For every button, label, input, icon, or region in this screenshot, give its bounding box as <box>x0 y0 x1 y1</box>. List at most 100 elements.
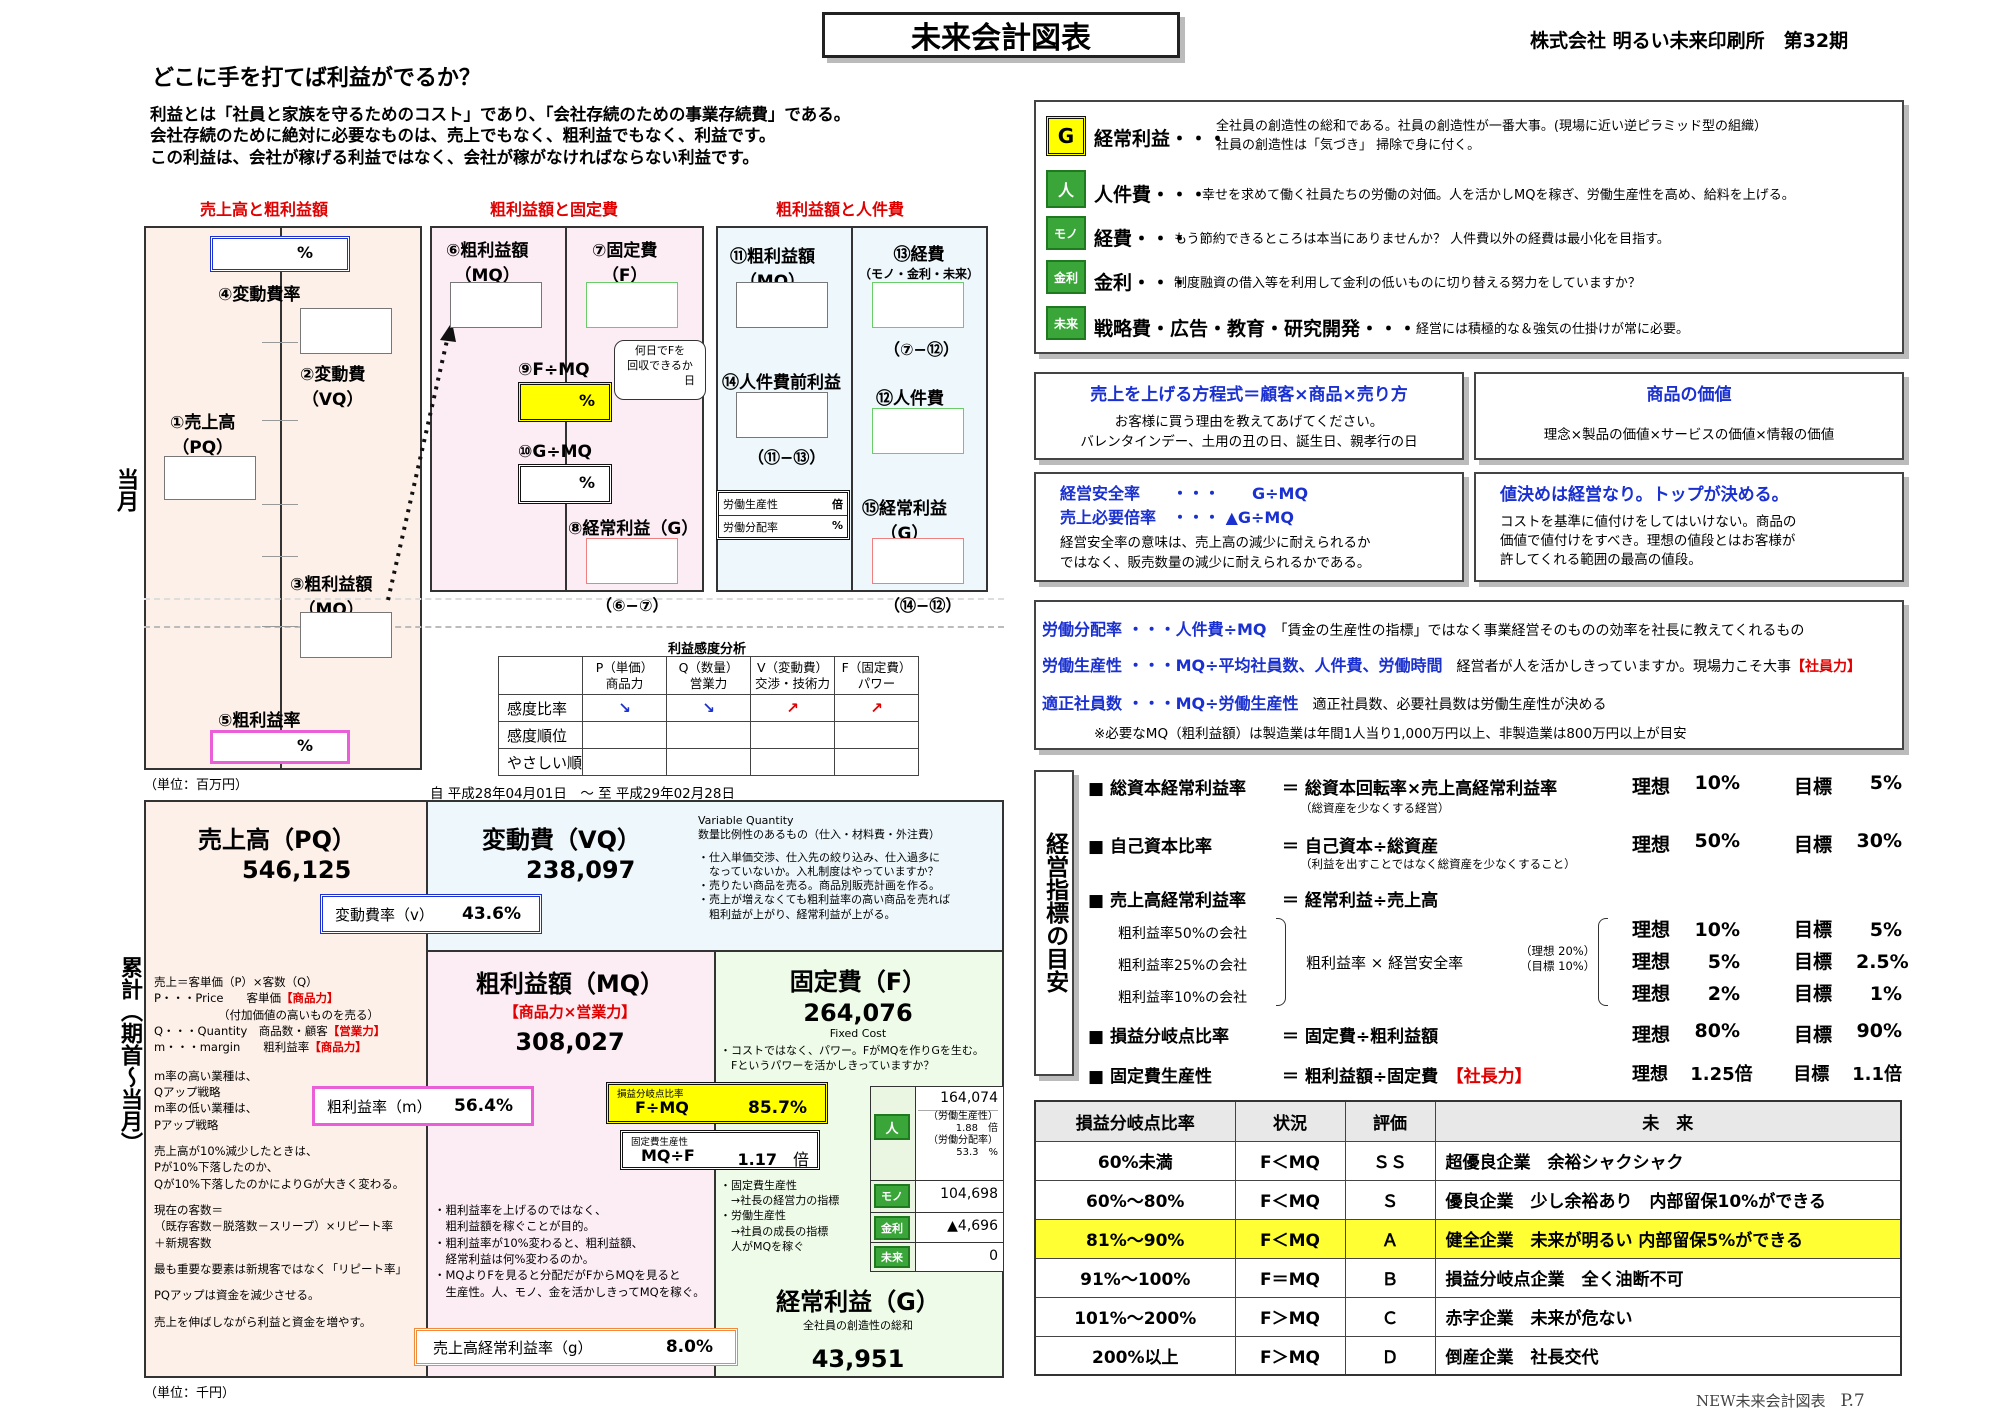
staff-count-note: ※必要なMQ（粗利益額）は製造業は年間1人当り1,000万円以上、非製造業は80… <box>1094 726 1687 742</box>
gross-margin-box: % <box>210 730 350 764</box>
sec-heading-1: 売上高と粗利益額 <box>200 200 329 219</box>
goods-def-icon: モノ <box>1046 216 1086 250</box>
mq-input-2[interactable] <box>450 282 542 328</box>
ind-ros-formula: ＝ 経常利益÷売上高 <box>1282 891 1439 911</box>
labor-share-line: 労働分配率 ・・・人件費÷MQ 「賃金の生産性の指標」ではなく事業経営そのものの… <box>1042 620 1805 639</box>
interest-def-icon: 金利 <box>1046 260 1086 294</box>
future-value: 0 <box>989 1248 998 1264</box>
label-fixed-cost: ⑦固定費（F） <box>592 241 658 286</box>
cost-definitions-panel <box>1034 100 1904 354</box>
ind-fixed-productivity-formula: ＝ 粗利益額÷固定費 【社長力】 <box>1282 1067 1532 1087</box>
g-def-label: 経常利益・・・ <box>1094 128 1228 150</box>
personnel-input[interactable] <box>872 408 964 454</box>
arrow-up-icon: ↗ <box>786 699 799 717</box>
ind-ros-ideal: （理想 20%）（目標 10%） <box>1520 944 1596 973</box>
gross-margin-summary: 粗利益率（m）56.4% <box>312 1086 534 1126</box>
intro-text: 利益とは「社員と家族を守るためのコスト」であり、「会社存続のための事業存続費」で… <box>150 105 851 167</box>
g-icon: G <box>1046 116 1086 156</box>
page-question: どこに手を打てば利益がでるか？ <box>152 66 481 91</box>
ind-ros-method: 粗利益率 × 経営安全率 <box>1306 954 1464 972</box>
labor-ratios-box: 労働生産性倍 労働分配率% <box>716 490 850 540</box>
cumulative-label: 累計（期首〜当月） <box>117 956 142 1154</box>
sales-notes: 売上＝客単価（P）×客数（Q） P・・・Price 客単価【商品力】 （付加価値… <box>154 975 407 1329</box>
product-value-box: 商品の価値 理念×製品の価値×サービスの価値×情報の価値 <box>1474 372 1904 460</box>
expenses-input[interactable] <box>872 282 964 328</box>
personnel-def-icon: 人 <box>1046 170 1086 208</box>
gross-profit-input[interactable] <box>300 612 392 658</box>
page-title-box: 未来会計図表 <box>822 12 1180 58</box>
ind-ros: ■ 売上高経常利益率 <box>1088 891 1246 911</box>
safety-ratio-box-right: 経営安全率 ・・・ G÷MQ 売上必要倍率 ・・・ ▲G÷MQ 経営安全率の意味… <box>1034 472 1464 582</box>
future-icon: 未来 <box>874 1246 910 1268</box>
staff-count-line: 適正社員数 ・・・MQ÷労働生産性 適正社員数、必要社員数は労働生産性が決める <box>1042 694 1607 713</box>
sensitivity-table: P（単価）商品力 Q（数量）営業力 V（変動費）交渉・技術力 F（固定費）パワー… <box>498 656 919 776</box>
personnel-def-label: 人件費・・・ <box>1094 184 1209 206</box>
sales-equation-box: 売上を上げる方程式＝顧客×商品×売り方 お客様に買う理由を教えてあげてください。… <box>1034 372 1464 460</box>
label-6-7: （⑥−⑦） <box>596 596 669 615</box>
arrow-up-icon: ↗ <box>870 699 883 717</box>
ind-equity: ■ 自己資本比率 <box>1088 837 1212 857</box>
label-ordinary-profit: ⑧経常利益（G） <box>568 519 699 539</box>
safety-ratio-box: % <box>518 464 612 504</box>
sales-value: 546,125 <box>242 856 352 884</box>
variable-cost-rate-input[interactable] <box>300 308 392 354</box>
ind-equity-note: （利益を出すことではなく総資産を少なくすること） <box>1300 857 1576 871</box>
variable-cost-rate-box: % <box>210 236 350 272</box>
label-7-12: （⑦−⑫） <box>884 340 959 359</box>
future-def-desc: 経営には積極的な＆強気の仕掛けが常に必要。 <box>1416 322 1690 337</box>
unit-bottom: （単位：千円） <box>144 1386 236 1401</box>
interest-def-desc: 制度融資の借入等を利用して金利の低いものに切り替える努力をしていますか？ <box>1174 276 1641 291</box>
footer: NEW未来会計図表 P.7 <box>1696 1391 1865 1411</box>
sales-input[interactable] <box>164 456 256 500</box>
labor-ratios-bottom: （労働生産性） 1.88 倍 （労働分配率） 53.3 % <box>918 1110 998 1159</box>
page-title: 未来会計図表 <box>911 21 1091 56</box>
labor-productivity-line: 労働生産性 ・・・MQ÷平均社員数、人件費、労働時間 経営者が人を活かしきってい… <box>1042 656 1861 675</box>
labor-panel <box>1034 600 1904 750</box>
ordinary-profit-summary: 経常利益（G） 全社員の創造性の総和 43,951 <box>776 1288 940 1373</box>
sensitivity-title: 利益感度分析 <box>668 642 747 657</box>
label-11-13: （⑪−⑬） <box>748 448 826 467</box>
ordinary-profit-input[interactable] <box>586 538 678 584</box>
ind-bep: ■ 損益分岐点比率 <box>1088 1027 1229 1047</box>
ordinary-profit-input-3[interactable] <box>872 538 964 584</box>
label-variable-cost: ②変動費（VQ） <box>300 365 366 410</box>
fixed-cost-input[interactable] <box>586 282 678 328</box>
future-def-icon: 未来 <box>1046 306 1086 340</box>
gross-profit-notes: ・粗利益率を上げるのではなく、 粗利益額を稼ぐことが目的。・粗利益率が10%変わ… <box>434 1203 705 1299</box>
interest-value: ▲4,696 <box>947 1218 998 1234</box>
bep-ratio-box: % <box>518 382 612 422</box>
pre-personnel-input[interactable] <box>736 392 828 438</box>
g-def-desc: 全社員の創造性の総和である。社員の創造性が一番大事。(現場に近い逆ピラミッド型の… <box>1216 119 1767 153</box>
mq-input-3[interactable] <box>736 282 828 328</box>
sec-heading-3: 粗利益額と人件費 <box>776 200 905 219</box>
variable-cost-value: 238,097 <box>526 856 636 884</box>
future-def-label: 戦略費・広告・教育・研究開発・・・ <box>1094 318 1418 340</box>
label-14-12: （⑭−⑫） <box>884 596 962 615</box>
sales-label: 売上高（PQ） <box>198 826 356 854</box>
sec-heading-2: 粗利益額と固定費 <box>490 200 619 219</box>
days-bubble: 何日でFを回収できるか日 <box>614 340 706 400</box>
label-ordinary-profit-3: ⑮経常利益（G） <box>862 499 947 544</box>
goods-def-desc: もう節約できるところは本当にありませんか？ 人件費以外の経費は最小化を目指す。 <box>1174 232 1670 247</box>
productivity-notes: ・固定費生産性 →社長の経営力の指標・労働生産性 →社員の成長の指標 人がMQを… <box>720 1179 840 1253</box>
interest-def-label: 金利・・・ <box>1094 272 1190 294</box>
month-label: 当月 <box>113 468 138 512</box>
indicators-title-box <box>1034 770 1074 1076</box>
ind-equity-formula: ＝ 自己資本÷総資産 <box>1282 837 1439 857</box>
indicators-title: 経営指標の目安 <box>1041 832 1068 993</box>
company-name: 株式会社 明るい未来印刷所 第32期 <box>1530 30 1849 52</box>
label-f-mq: ⑨F÷MQ <box>518 360 590 380</box>
personnel-def-desc: 幸せを求めて働く社員たちの労働の対価。人を活かしMQを稼ぎ、労働生産性を高め、給… <box>1202 188 1795 203</box>
